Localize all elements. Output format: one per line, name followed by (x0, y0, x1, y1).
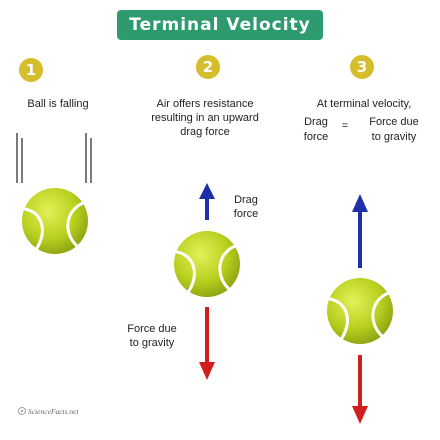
drag-label-line2: force (233, 208, 259, 220)
panel3-equals: = (341, 120, 349, 132)
tennis-ball-2 (172, 229, 242, 299)
drag-arrow-up-terminal (352, 194, 368, 268)
motion-lines (16, 133, 92, 183)
step-badge-1: 1 (19, 58, 43, 82)
drag-arrow-up (199, 183, 215, 220)
gravity-arrow-down-terminal (352, 355, 368, 424)
tennis-ball-3 (325, 276, 395, 346)
panel3-gravity-line1: Force due (369, 116, 419, 128)
panel1-caption: Ball is falling (27, 98, 89, 110)
sciencefacts-logo-icon (18, 407, 26, 415)
watermark-text: ScienceFacts.net (28, 407, 80, 416)
step-badge-3: 3 (350, 55, 374, 79)
step-badge-2: 2 (196, 55, 220, 79)
panel3-caption: At terminal velocity, (316, 98, 412, 110)
panel3-gravity-line2: to gravity (371, 131, 417, 143)
panel3-drag-line2: force (303, 131, 329, 143)
page-title: Terminal Velocity (117, 10, 323, 40)
panel2-caption-line2: resulting in an upward (151, 112, 259, 124)
gravity-label-line2: to gravity (129, 337, 175, 349)
panel2-caption-line3: drag force (180, 126, 230, 138)
gravity-arrow-down (199, 307, 215, 380)
gravity-label-line1: Force due (127, 323, 177, 335)
panel3-drag-line1: Drag (304, 116, 328, 128)
panel2-caption-line1: Air offers resistance (156, 98, 254, 110)
drag-label-line1: Drag (234, 194, 258, 206)
tennis-ball-1 (20, 186, 90, 256)
